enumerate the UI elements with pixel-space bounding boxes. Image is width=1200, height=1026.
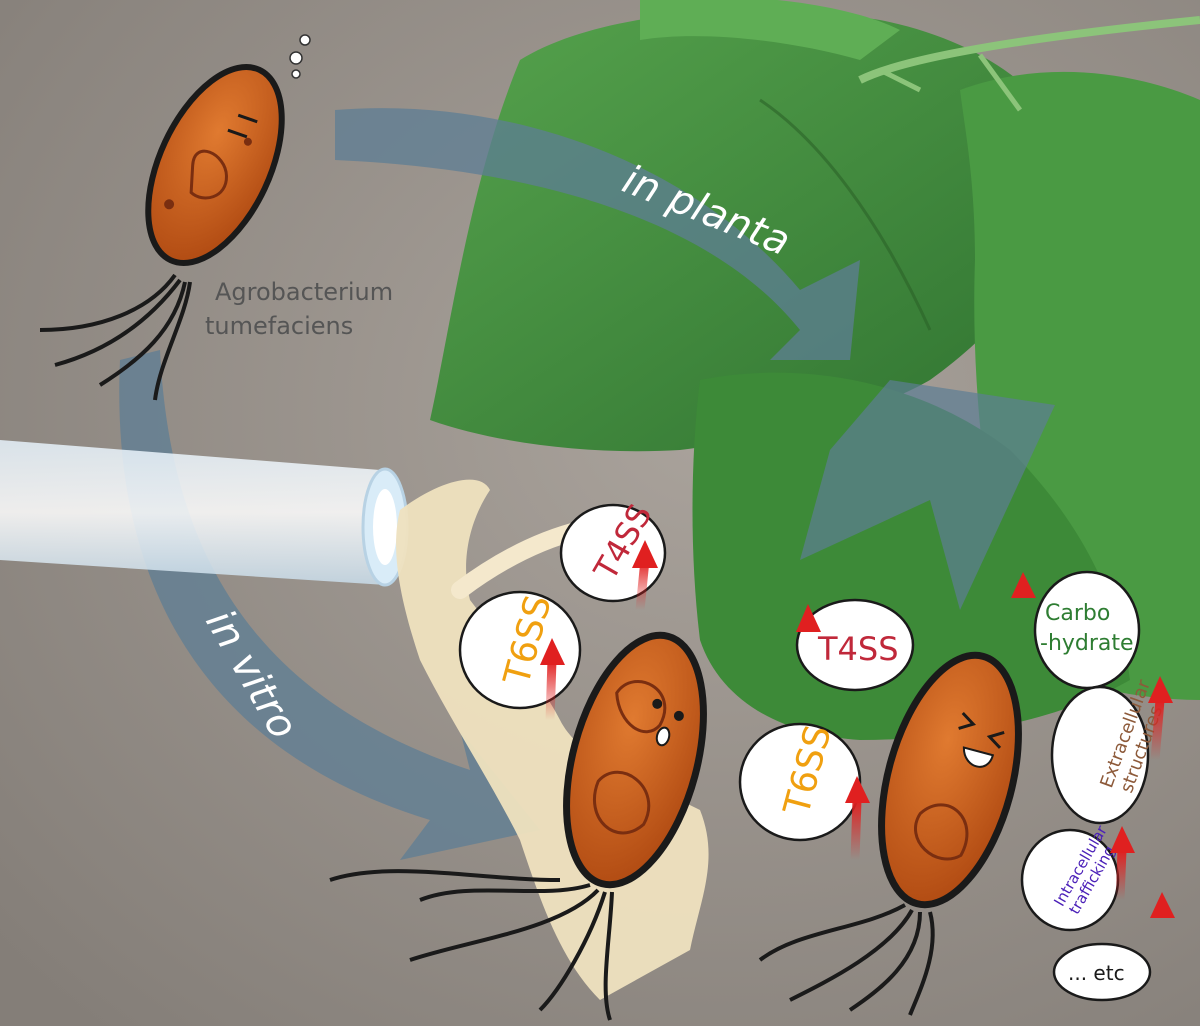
svg-text:... etc: ... etc bbox=[1068, 961, 1125, 985]
leaf-top bbox=[430, 10, 1080, 452]
plant-leaves bbox=[430, 0, 1200, 740]
bubble-intracellular: Intracellular trafficking bbox=[1020, 822, 1135, 932]
up-arrow-icon bbox=[1110, 826, 1135, 853]
up-arrow-icon bbox=[1148, 676, 1173, 703]
bubble-icon bbox=[289, 51, 303, 65]
bacterium-intro bbox=[39, 34, 311, 401]
svg-text:T4SS: T4SS bbox=[817, 630, 899, 668]
bubble-vitro-t6ss: T6SS bbox=[458, 590, 582, 721]
culture-tube bbox=[0, 440, 409, 587]
bubble-planta-t6ss: T6SS bbox=[738, 721, 870, 861]
organism-name-line1: Agrobacterium bbox=[215, 278, 393, 306]
bacterium-in-vitro bbox=[329, 631, 707, 1021]
svg-text:Carbo: Carbo bbox=[1045, 601, 1110, 626]
up-arrow-icon bbox=[632, 540, 658, 568]
bubble-etc: ... etc bbox=[1052, 892, 1175, 1002]
bacterium-in-planta bbox=[758, 651, 1022, 1016]
up-arrow-icon bbox=[845, 776, 870, 803]
up-arrow-icon bbox=[796, 604, 821, 632]
svg-text:-hydrate: -hydrate bbox=[1040, 631, 1134, 656]
arrow-in-planta-head bbox=[800, 380, 1055, 610]
up-arrow-icon bbox=[1011, 572, 1036, 598]
organism-name-line2: tumefaciens bbox=[205, 312, 353, 340]
up-arrow-icon bbox=[540, 638, 565, 665]
up-arrow-icon bbox=[1150, 892, 1175, 918]
bubble-carbohydrate: Carbo -hydrate bbox=[1011, 570, 1141, 690]
bubble-planta-t4ss: T4SS bbox=[795, 598, 915, 692]
bubble-vitro-t4ss: T4SS bbox=[559, 498, 667, 611]
